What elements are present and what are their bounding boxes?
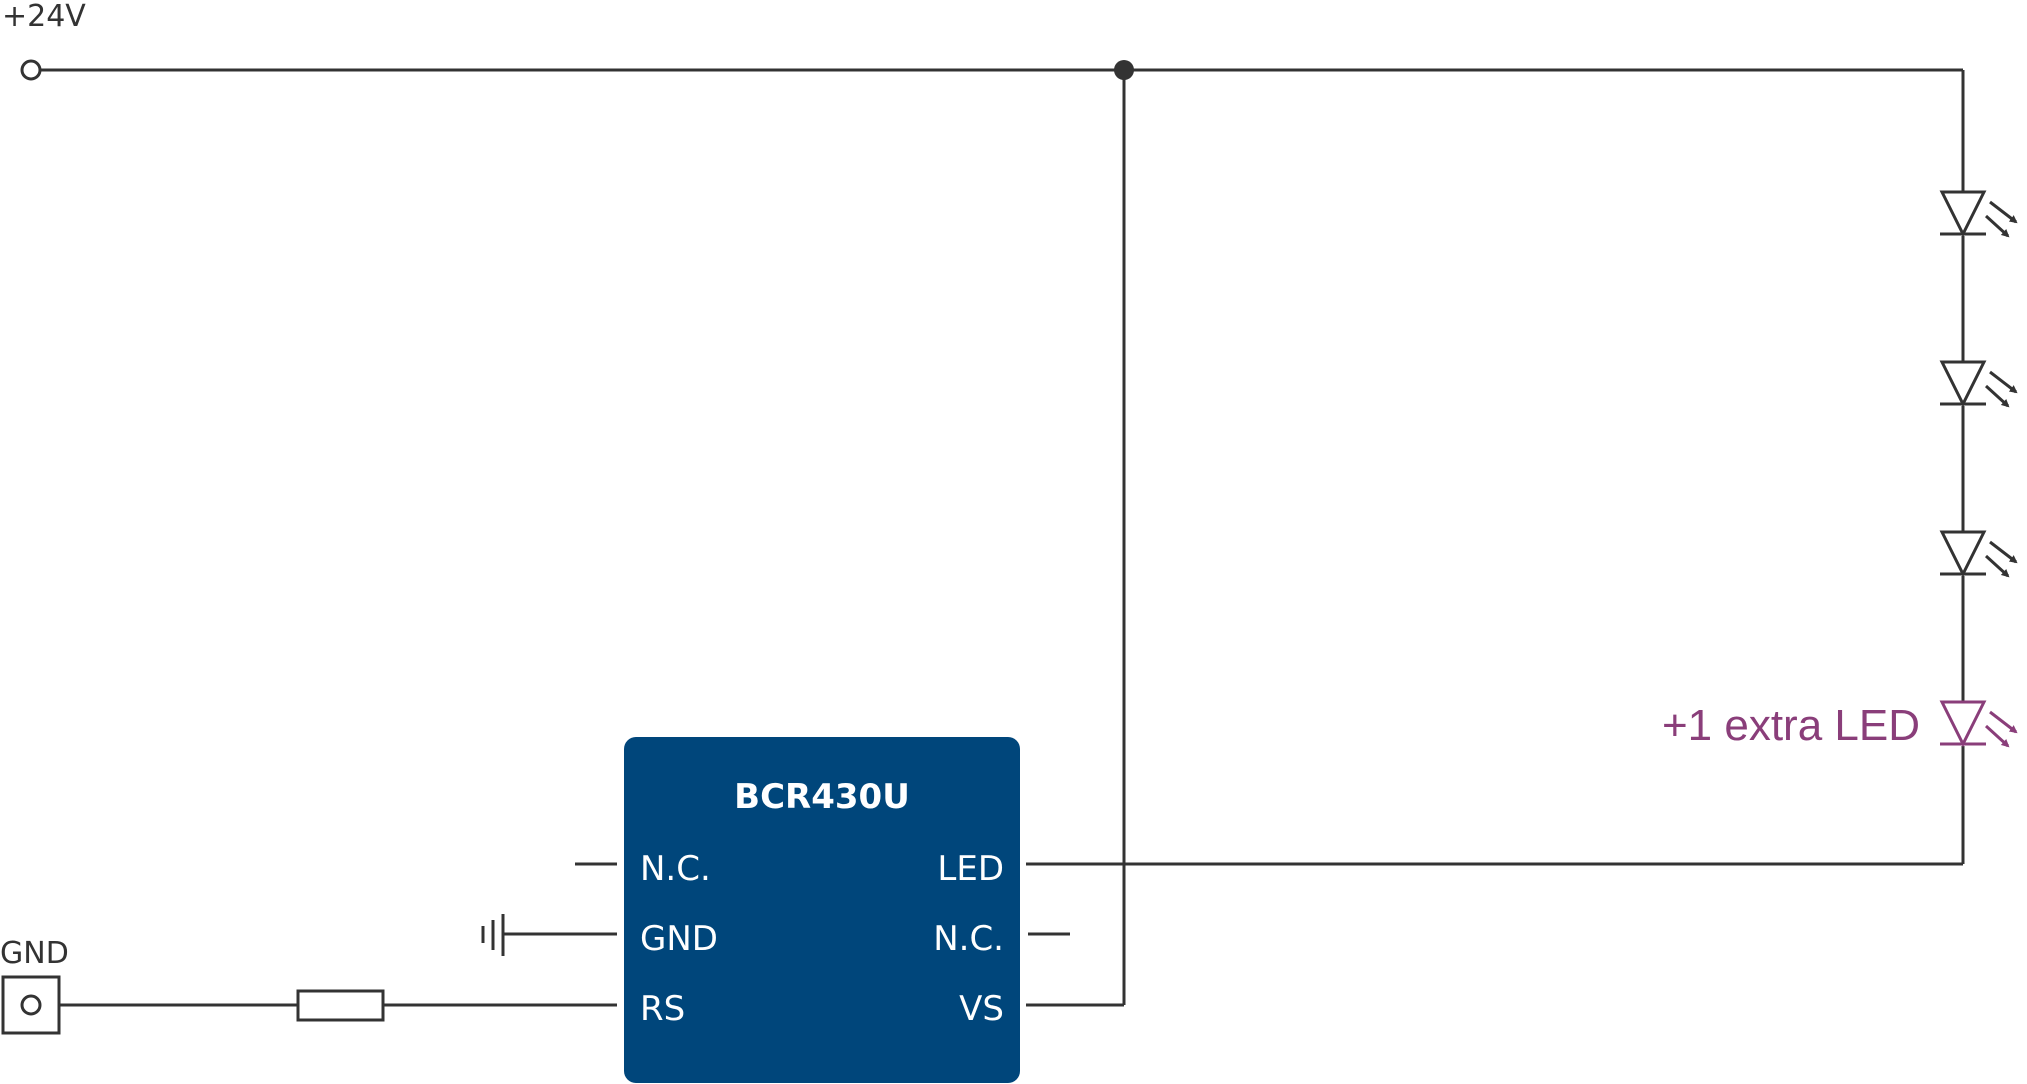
led-2 [1939, 360, 2018, 408]
diode-icon [1939, 190, 1987, 238]
pin-label-gnd: GND [640, 919, 718, 959]
supply-rail [20, 59, 1963, 81]
pin-label-rs: RS [640, 989, 685, 1029]
emission-arrow-icon [1989, 370, 2018, 394]
pin-label-led: LED [937, 849, 1004, 889]
ground-label: GND [0, 936, 69, 971]
emission-arrow-icon [1989, 710, 2018, 734]
gnd-terminal [1, 975, 61, 1035]
extra-led [1939, 700, 2018, 748]
supply-terminal [20, 59, 42, 81]
pin-label-nc-left: N.C. [640, 849, 711, 889]
pin-label-vs: VS [959, 989, 1004, 1029]
led-3 [1939, 530, 2018, 578]
chip-body [624, 737, 1020, 1083]
diode-icon [1939, 700, 1987, 748]
emission-arrow-icon [1984, 724, 2010, 748]
pin-label-nc-right: N.C. [933, 919, 1004, 959]
emission-arrow-icon [1984, 554, 2010, 578]
emission-arrow-icon [1989, 540, 2018, 564]
extra-led-label: +1 extra LED [1662, 701, 1920, 750]
emission-arrow-icon [1984, 384, 2010, 408]
diode-icon [1939, 360, 1987, 408]
diode-icon [1939, 530, 1987, 578]
chip-name: BCR430U [734, 777, 910, 817]
ground-symbol-icon [481, 914, 505, 956]
emission-arrow-icon [1984, 214, 2010, 238]
resistor-icon [296, 989, 385, 1022]
emission-arrow-icon [1989, 200, 2018, 224]
led-1 [1939, 190, 2018, 238]
chip-bcr430u: BCR430U N.C. GND RS LED N.C. VS [624, 737, 1020, 1083]
supply-label: +24V [2, 0, 86, 34]
